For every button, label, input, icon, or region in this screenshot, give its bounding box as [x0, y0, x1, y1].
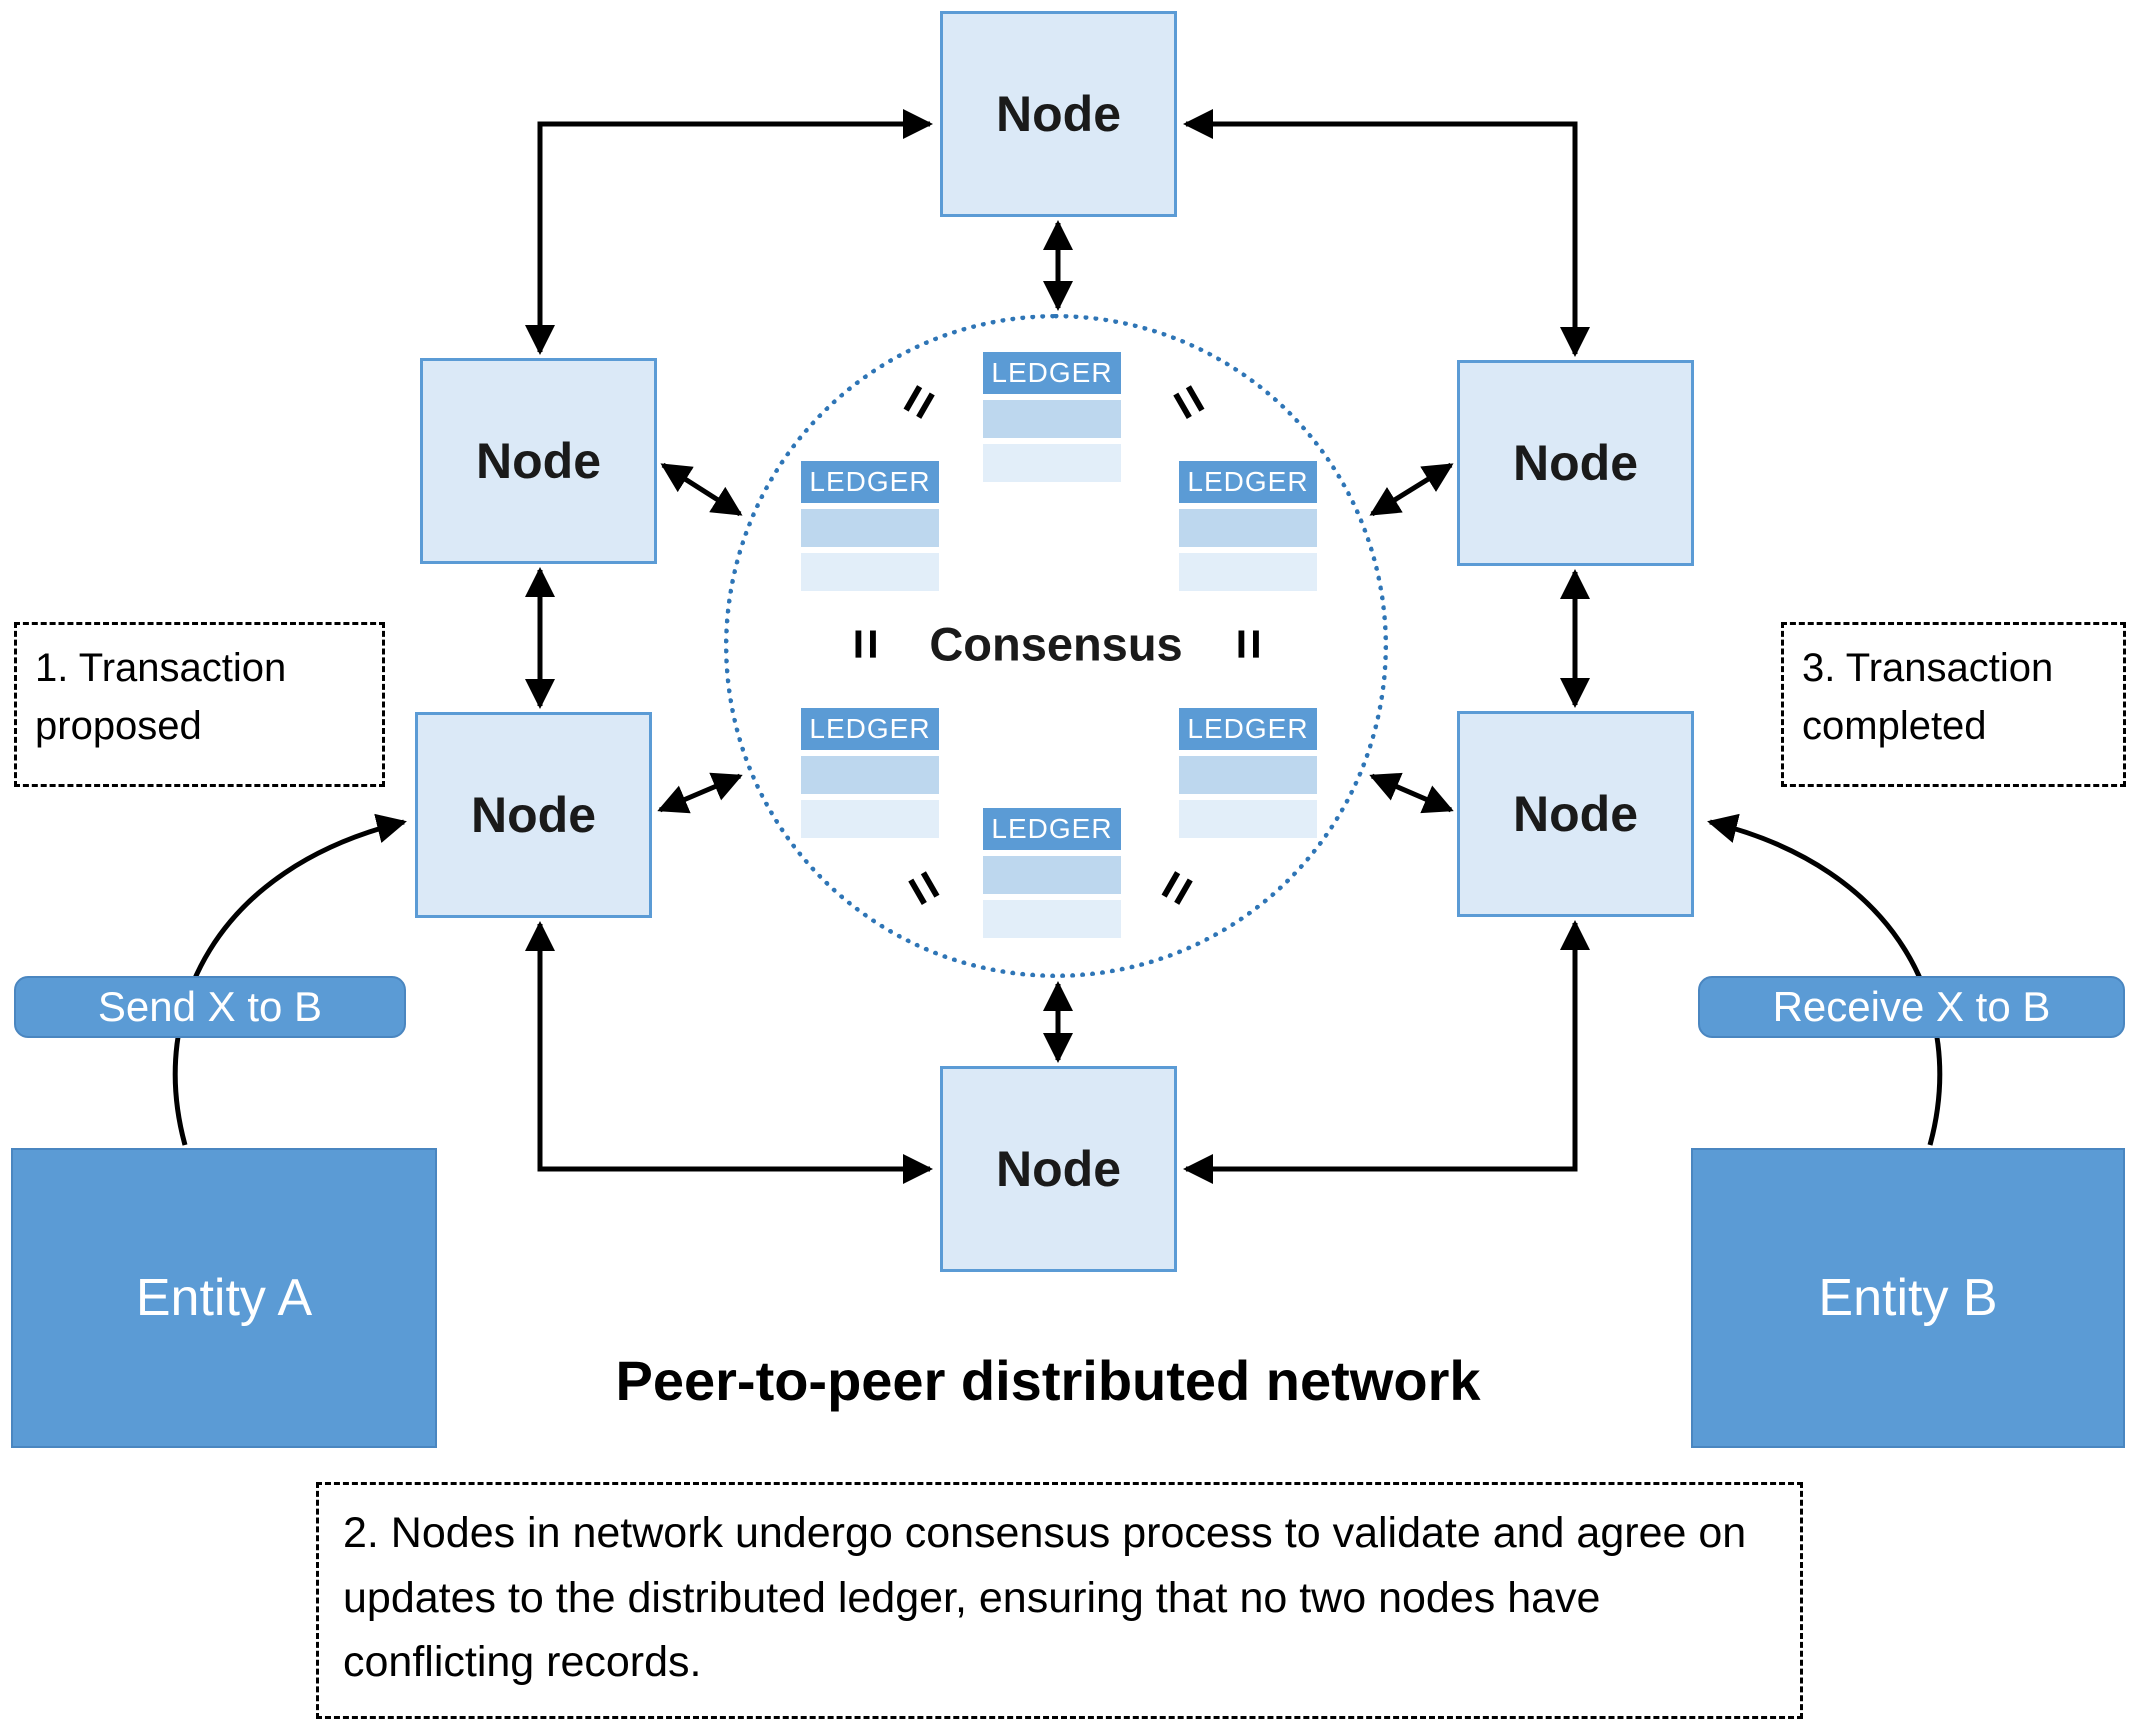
ledger-row — [1179, 553, 1317, 591]
ledger-row — [801, 800, 939, 838]
arrow-lowerright-circle — [1369, 772, 1454, 814]
ledger-header: LEDGER — [801, 461, 939, 503]
annotation-step3: 3. Transaction completed — [1781, 622, 2126, 787]
ledger-row — [1179, 509, 1317, 547]
ledger-header: LEDGER — [801, 708, 939, 750]
receive-label: Receive X to B — [1698, 976, 2125, 1038]
send-label: Send X to B — [14, 976, 406, 1038]
ledger-row — [1179, 800, 1317, 838]
annotation-step1: 1. Transaction proposed — [14, 622, 385, 787]
ledger-header: LEDGER — [983, 352, 1121, 394]
ledger-row — [801, 756, 939, 794]
arrow-upperleft-circle — [660, 462, 743, 517]
ledger-row — [983, 856, 1121, 894]
arrow-entity-a-curve — [172, 813, 407, 1146]
arrow-upperright-circle — [1369, 462, 1454, 517]
arrow-bottomright-l — [1183, 920, 1590, 1184]
node-lower-left: Node — [415, 712, 652, 918]
arrow-lowerleft-circle — [657, 772, 743, 814]
ledger-header: LEDGER — [983, 808, 1121, 850]
entity-a-box: Entity A — [11, 1148, 437, 1448]
node-lower-right: Node — [1457, 711, 1694, 917]
ledger-row — [983, 444, 1121, 482]
ledger-upper-left: LEDGER — [801, 461, 939, 591]
ledger-top: LEDGER — [983, 352, 1121, 482]
ledger-header: LEDGER — [1179, 461, 1317, 503]
node-upper-right: Node — [1457, 360, 1694, 566]
ledger-row — [801, 509, 939, 547]
ledger-lower-left: LEDGER — [801, 708, 939, 838]
ledger-row — [983, 900, 1121, 938]
ledger-upper-right: LEDGER — [1179, 461, 1317, 591]
ledger-lower-right: LEDGER — [1179, 708, 1317, 838]
arrow-topright-l — [1183, 109, 1590, 357]
entity-b-box: Entity B — [1691, 1148, 2125, 1448]
arrow-bottomleft-l — [525, 921, 933, 1184]
ledger-row — [983, 400, 1121, 438]
node-upper-left: Node — [420, 358, 657, 564]
arrow-entity-b-curve — [1707, 813, 1943, 1146]
consensus-label: Consensus — [929, 617, 1183, 671]
node-bottom: Node — [940, 1066, 1177, 1272]
ledger-row — [801, 553, 939, 591]
arrow-topleft-l — [525, 109, 933, 355]
node-top: Node — [940, 11, 1177, 217]
ledger-header: LEDGER — [1179, 708, 1317, 750]
annotation-step2: 2. Nodes in network undergo consensus pr… — [316, 1482, 1803, 1719]
equals-sign-right: = — [1219, 628, 1279, 660]
ledger-row — [1179, 756, 1317, 794]
diagram-title: Peer-to-peer distributed network — [615, 1349, 1481, 1412]
equals-sign-left: = — [836, 628, 896, 660]
ledger-bottom: LEDGER — [983, 808, 1121, 938]
